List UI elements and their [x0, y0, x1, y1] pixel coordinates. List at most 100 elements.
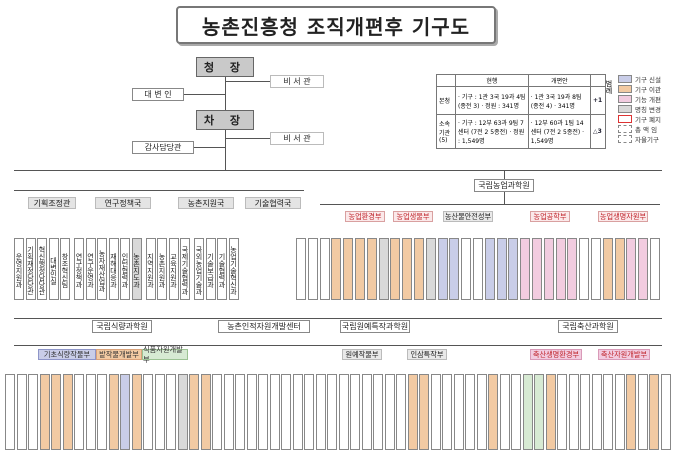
page-title: 농촌진흥청 조직개편후 기구도 — [176, 6, 496, 44]
office-unit-box — [246, 374, 257, 450]
nas-unit-box — [532, 238, 542, 300]
office-unit-box — [511, 374, 521, 450]
nas-unit-box — [307, 238, 318, 300]
connector — [14, 345, 662, 346]
group-nics-basic: 기초식량작물부 — [38, 349, 96, 360]
connector — [320, 204, 660, 205]
group-nias-env: 축산생명환경부 — [530, 349, 582, 360]
legend-swatch — [618, 105, 632, 113]
connector — [225, 138, 270, 139]
division-unit-box: 농업기술혁신과 — [228, 238, 239, 300]
legend-swatch — [618, 95, 632, 103]
office-unit-box — [465, 374, 475, 450]
office-unit-box — [361, 374, 372, 450]
legend-label: 기구 이관 — [635, 86, 661, 94]
office-unit-box — [626, 374, 636, 450]
office-unit-box — [488, 374, 498, 450]
legend-side-label: 범례 — [605, 80, 613, 94]
group-nihhs-ginseng: 인삼특작부 — [407, 349, 447, 360]
connector — [184, 94, 225, 95]
office-unit-box — [350, 374, 360, 450]
nas-unit-box — [366, 238, 377, 300]
nas-unit-box — [355, 238, 365, 300]
legend-table: 현행 개편안 본청 · 기구 : 1관 3국 19과 4팀 (종전 3) · 정… — [436, 74, 606, 149]
nas-unit-box — [555, 238, 566, 300]
division-tech: 기술협력국 — [245, 197, 301, 209]
office-unit-box — [338, 374, 349, 450]
legend-row-current: · 기구 : 12부 63과 9팀 7센터 (7전 2 5종전) · 정원 : … — [455, 114, 529, 149]
nas-unit-box — [461, 238, 472, 300]
connector — [504, 192, 505, 204]
office-unit-box — [5, 374, 15, 450]
legend-swatch — [618, 75, 632, 83]
office-unit-box — [603, 374, 613, 450]
office-unit-box — [327, 374, 337, 450]
legend-item: 자율기구 — [618, 134, 659, 144]
nas-unit-box — [591, 238, 601, 300]
office-unit-box — [281, 374, 291, 450]
group-nas-bio: 농업생물부 — [393, 211, 433, 222]
legend-row-label: 소속기관(5) — [436, 114, 456, 149]
office-unit-box — [396, 374, 406, 450]
nics-box: 국립식량과학원 — [92, 320, 152, 333]
nas-unit-box — [638, 238, 649, 300]
legend-header-current: 현행 — [455, 74, 529, 87]
division-unit-box: 인턴협력과 — [120, 238, 130, 300]
nas-unit-box — [331, 238, 342, 300]
legend-row-delta: △3 — [590, 114, 606, 149]
legend-row-label: 본청 — [436, 86, 456, 115]
office-unit-box — [143, 374, 153, 450]
office-unit-box — [51, 374, 61, 450]
office-unit-box — [430, 374, 441, 450]
nas-unit-box — [390, 238, 401, 300]
legend-label: 총 액 임 — [635, 126, 658, 134]
office-unit-box — [166, 374, 176, 450]
rda-hrd-box: 농촌인적자원개발센터 — [218, 320, 310, 333]
division-unit-box: 기획재정담당관 — [25, 238, 36, 300]
legend-item: 기구 폐지 — [618, 114, 661, 124]
office-unit-box — [568, 374, 579, 450]
legend-swatch — [618, 115, 632, 123]
office-unit-box — [534, 374, 544, 450]
office-unit-box — [212, 374, 222, 450]
nas-unit-box — [343, 238, 354, 300]
office-unit-box — [384, 374, 395, 450]
office-unit-box — [419, 374, 429, 450]
office-unit-box — [407, 374, 418, 450]
nas-unit-box — [508, 238, 519, 300]
group-nihhs-hort: 원예작물부 — [342, 349, 382, 360]
office-unit-box — [269, 374, 280, 450]
office-unit-box — [304, 374, 314, 450]
nas-unit-box — [449, 238, 460, 300]
nas-unit-box — [614, 238, 625, 300]
legend-item: 총 액 임 — [618, 124, 657, 134]
division-unit-box: 연구정책과 — [74, 238, 84, 300]
nihhs-box: 국립원예특작과학원 — [340, 320, 410, 333]
division-policy: 연구정책국 — [95, 197, 151, 209]
office-unit-box — [292, 374, 303, 450]
division-planning: 기획조정관 — [28, 197, 76, 209]
nas-unit-box — [319, 238, 330, 300]
office-unit-box — [28, 374, 38, 450]
division-unit-box: 기술협력과 — [217, 238, 227, 300]
office-unit-box — [660, 374, 671, 450]
nas-unit-box — [402, 238, 413, 300]
division-unit-box: 대변인실 — [48, 238, 59, 300]
group-nics-food: 식품자원개발부 — [142, 345, 188, 364]
legend-item: 기구 신설 — [618, 74, 661, 84]
office-unit-box — [189, 374, 199, 450]
office-unit-box — [235, 374, 245, 450]
nas-unit-box — [425, 238, 436, 300]
group-nas-safety: 농산물안전성부 — [443, 211, 493, 222]
office-unit-box — [476, 374, 487, 450]
legend-label: 명칭 변경 — [635, 106, 661, 114]
legend-item: 기구 이관 — [618, 84, 661, 94]
division-rural: 농촌지원국 — [178, 197, 234, 209]
group-nias-dev: 축산자원개발부 — [598, 349, 650, 360]
connector — [225, 77, 226, 110]
office-unit-box — [442, 374, 452, 450]
legend-row-new: · 12부 60과 1팀 14센터 (7전 2 5종전) · 1,549명 — [527, 114, 592, 149]
office-unit-box — [545, 374, 556, 450]
division-unit-box: 국제기술협력과 — [180, 238, 190, 300]
office-unit-box — [637, 374, 648, 450]
